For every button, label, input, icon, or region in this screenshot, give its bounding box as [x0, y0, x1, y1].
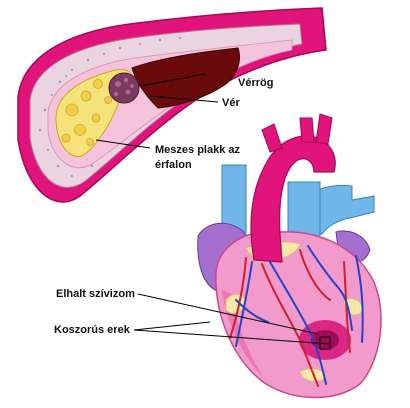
label-plaque-line1: Meszes plakk az — [155, 144, 240, 156]
clot-leader-line — [139, 73, 206, 87]
blood-leader-line — [149, 95, 219, 103]
label-blood: Vér — [222, 97, 240, 109]
infarct-zone — [299, 320, 351, 360]
plaque-nodules — [61, 79, 112, 146]
aorta — [250, 135, 336, 263]
label-coronary: Koszorús erek — [54, 324, 131, 336]
blood-clot — [108, 72, 140, 104]
dead-muscle-leader-line — [137, 293, 319, 335]
label-clot: Vérrög — [238, 77, 273, 89]
heart-leaders — [133, 293, 331, 345]
artery-leaders — [95, 73, 219, 149]
coronary-leader-line-lower — [133, 329, 331, 345]
coronary-veins — [229, 249, 351, 387]
label-plaque-line2: érfalon — [155, 159, 192, 171]
aortic-branches — [261, 113, 333, 153]
heart-illustration — [197, 113, 382, 399]
coronary-leader-line-upper — [133, 321, 211, 331]
plaque-leader-line — [95, 139, 151, 149]
label-dead-muscle: Elhalt szívizom — [56, 288, 135, 300]
